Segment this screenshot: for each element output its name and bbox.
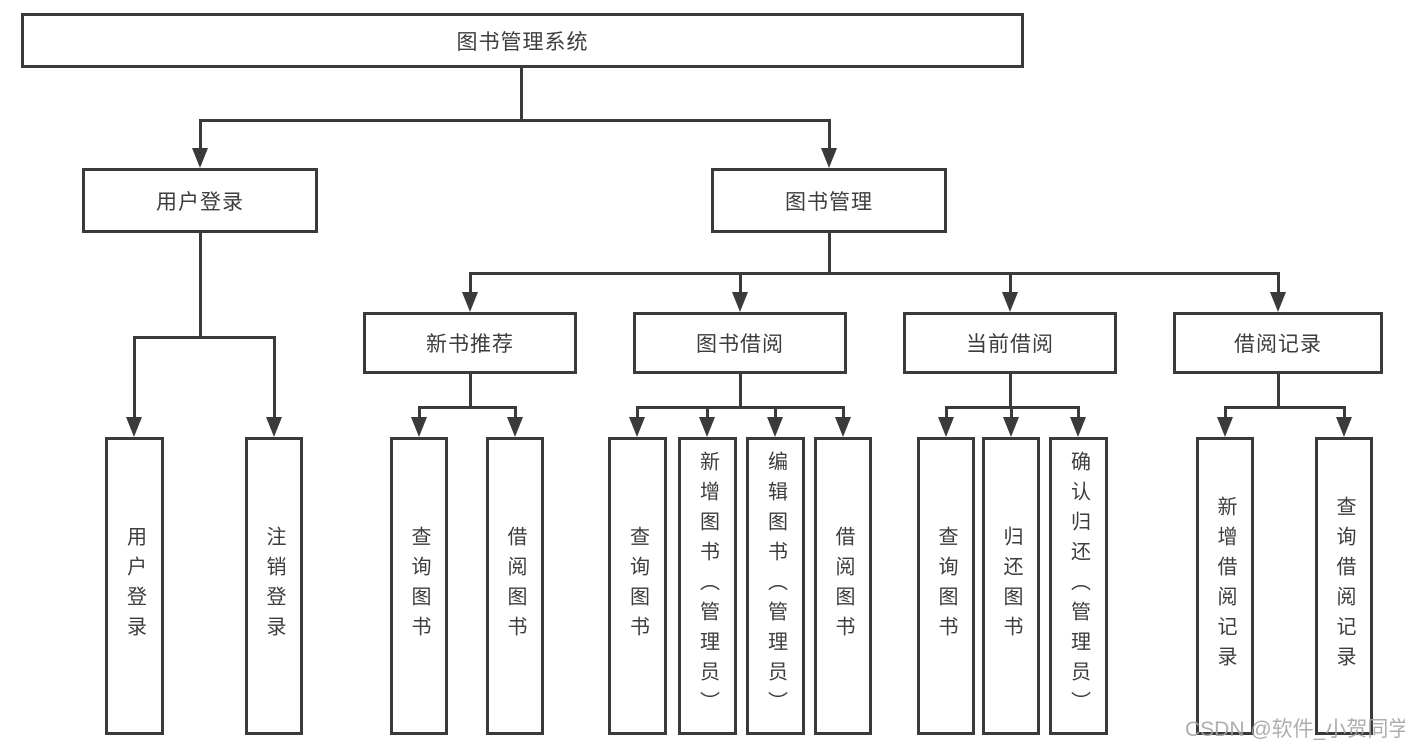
node-label: 注销登录	[263, 526, 285, 646]
leaf-borrow-books-recommend: 借阅图书	[486, 437, 544, 735]
connector-line	[636, 406, 639, 418]
connector-line	[1010, 406, 1013, 418]
leaf-query-books-current: 查询图书	[917, 437, 975, 735]
connector-line	[739, 372, 742, 406]
connector-line	[469, 272, 472, 293]
node-book-borrowing: 图书借阅	[633, 312, 847, 374]
arrow-down-icon	[835, 417, 851, 437]
node-label: 用户登录	[123, 526, 146, 646]
arrow-down-icon	[767, 417, 783, 437]
node-label: 图书管理系统	[456, 30, 589, 54]
arrow-down-icon	[1070, 417, 1086, 437]
arrow-down-icon	[1003, 417, 1019, 437]
arrow-down-icon	[1336, 417, 1352, 437]
node-label: 新增借阅记录	[1214, 496, 1236, 676]
arrow-down-icon	[411, 417, 427, 437]
connector-line	[1343, 406, 1346, 418]
node-label: 新书推荐	[426, 333, 514, 356]
connector-line	[469, 272, 1280, 275]
connector-line	[1009, 272, 1012, 293]
connector-line	[418, 406, 517, 409]
arrow-down-icon	[266, 417, 282, 437]
connector-line	[1009, 372, 1012, 406]
connector-line	[520, 66, 523, 120]
connector-line	[828, 231, 831, 273]
arrow-down-icon	[507, 417, 523, 437]
node-label: 查询图书	[626, 526, 649, 646]
node-library-management-system: 图书管理系统	[21, 13, 1024, 68]
connector-line	[1277, 272, 1280, 293]
node-book-management: 图书管理	[711, 168, 947, 233]
connector-line	[514, 406, 517, 418]
node-current-borrowing: 当前借阅	[903, 312, 1117, 374]
leaf-add-borrow-record: 新增借阅记录	[1196, 437, 1254, 735]
node-label: 图书借阅	[696, 333, 784, 356]
node-new-book-recommendation: 新书推荐	[363, 312, 577, 374]
arrow-down-icon	[192, 148, 208, 168]
leaf-add-book-admin: 新增图书（管理员）	[678, 437, 737, 735]
connector-line	[469, 372, 472, 406]
node-label: 新增图书（管理员）	[696, 451, 719, 721]
connector-line	[133, 336, 136, 418]
connector-line	[828, 119, 831, 149]
arrow-down-icon	[1002, 292, 1018, 312]
connector-line	[199, 119, 202, 149]
arrow-down-icon	[732, 292, 748, 312]
arrow-down-icon	[1217, 417, 1233, 437]
leaf-logout: 注销登录	[245, 437, 303, 735]
connector-line	[842, 406, 845, 418]
connector-line	[199, 119, 831, 122]
leaf-return-book: 归还图书	[982, 437, 1040, 735]
connector-line	[706, 406, 709, 418]
arrow-down-icon	[938, 417, 954, 437]
leaf-query-books-borrow: 查询图书	[608, 437, 667, 735]
arrow-down-icon	[699, 417, 715, 437]
connector-line	[1277, 372, 1280, 406]
connector-line	[1077, 406, 1080, 418]
node-label: 借阅记录	[1234, 333, 1322, 356]
node-user-login: 用户登录	[82, 168, 318, 233]
leaf-query-books-recommend: 查询图书	[390, 437, 448, 735]
connector-line	[199, 231, 202, 337]
connector-line	[1224, 406, 1346, 409]
node-label: 借阅图书	[832, 526, 854, 646]
connector-line	[636, 406, 845, 409]
leaf-borrow-books: 借阅图书	[814, 437, 872, 735]
node-label: 确认归还（管理员）	[1067, 451, 1090, 721]
node-label: 图书管理	[785, 190, 873, 214]
connector-line	[133, 336, 276, 339]
node-label: 用户登录	[156, 190, 244, 214]
leaf-query-borrow-record: 查询借阅记录	[1315, 437, 1373, 735]
node-label: 当前借阅	[966, 333, 1054, 356]
node-label: 编辑图书（管理员）	[764, 451, 787, 721]
connector-line	[1224, 406, 1227, 418]
watermark: CSDN @软件_小贺同学	[1185, 718, 1405, 741]
node-label: 查询图书	[935, 526, 957, 646]
connector-line	[418, 406, 421, 418]
leaf-user-login: 用户登录	[105, 437, 164, 735]
arrow-down-icon	[1270, 292, 1286, 312]
arrow-down-icon	[126, 417, 142, 437]
node-label: 查询借阅记录	[1333, 496, 1355, 676]
leaf-edit-book-admin: 编辑图书（管理员）	[746, 437, 805, 735]
node-borrowing-records: 借阅记录	[1173, 312, 1383, 374]
leaf-confirm-return-admin: 确认归还（管理员）	[1049, 437, 1108, 735]
connector-line	[774, 406, 777, 418]
arrow-down-icon	[462, 292, 478, 312]
node-label: 归还图书	[1000, 526, 1022, 646]
connector-line	[945, 406, 948, 418]
connector-line	[273, 336, 276, 418]
arrow-down-icon	[821, 148, 837, 168]
node-label: 查询图书	[408, 526, 430, 646]
connector-line	[739, 272, 742, 293]
node-label: 借阅图书	[504, 526, 526, 646]
arrow-down-icon	[629, 417, 645, 437]
